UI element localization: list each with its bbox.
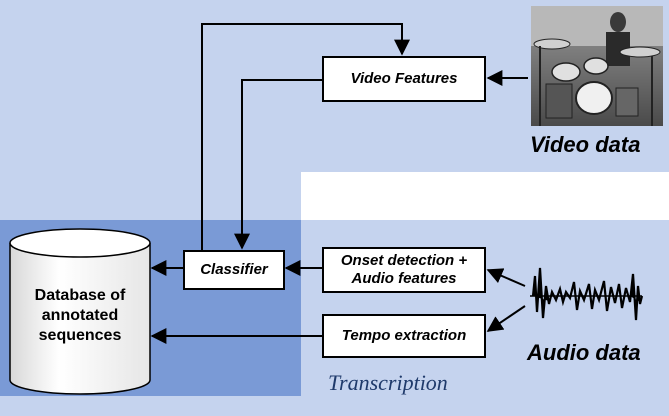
- arrow-audio-to-tempo: [486, 305, 526, 332]
- audio-region: [0, 172, 301, 220]
- video-features-label: Video Features: [350, 70, 458, 87]
- database-label-line1: Database of: [34, 287, 126, 304]
- tempo-extraction-box: Tempo extraction: [322, 314, 486, 358]
- onset-label-line2: Audio features: [351, 270, 457, 287]
- database-label-line3: sequences: [38, 327, 122, 344]
- database-label-line2: annotated: [41, 307, 119, 324]
- tempo-label: Tempo extraction: [341, 327, 467, 344]
- drummer-photo: [531, 6, 663, 126]
- classifier-label: Classifier: [200, 261, 268, 278]
- onset-detection-box: Onset detection + Audio features: [322, 247, 486, 293]
- database-label: Database of annotated sequences: [14, 286, 146, 346]
- connectors: [150, 23, 528, 344]
- video-data-label: Video data: [530, 132, 641, 157]
- audio-data-label: Audio data: [527, 340, 641, 365]
- onset-label-line1: Onset detection +: [340, 252, 468, 269]
- arrow-audio-to-onset: [486, 268, 526, 287]
- transcription-caption: Transcription: [328, 370, 448, 395]
- arrow-classifier-to-features: [201, 23, 410, 251]
- classifier-box: Classifier: [183, 250, 285, 290]
- bottom-strip: [0, 396, 301, 416]
- audio-waveform: [530, 267, 644, 321]
- video-features-box: Video Features: [322, 56, 486, 102]
- arrow-features-to-classifier: [234, 79, 322, 250]
- database-cylinder: [9, 228, 151, 395]
